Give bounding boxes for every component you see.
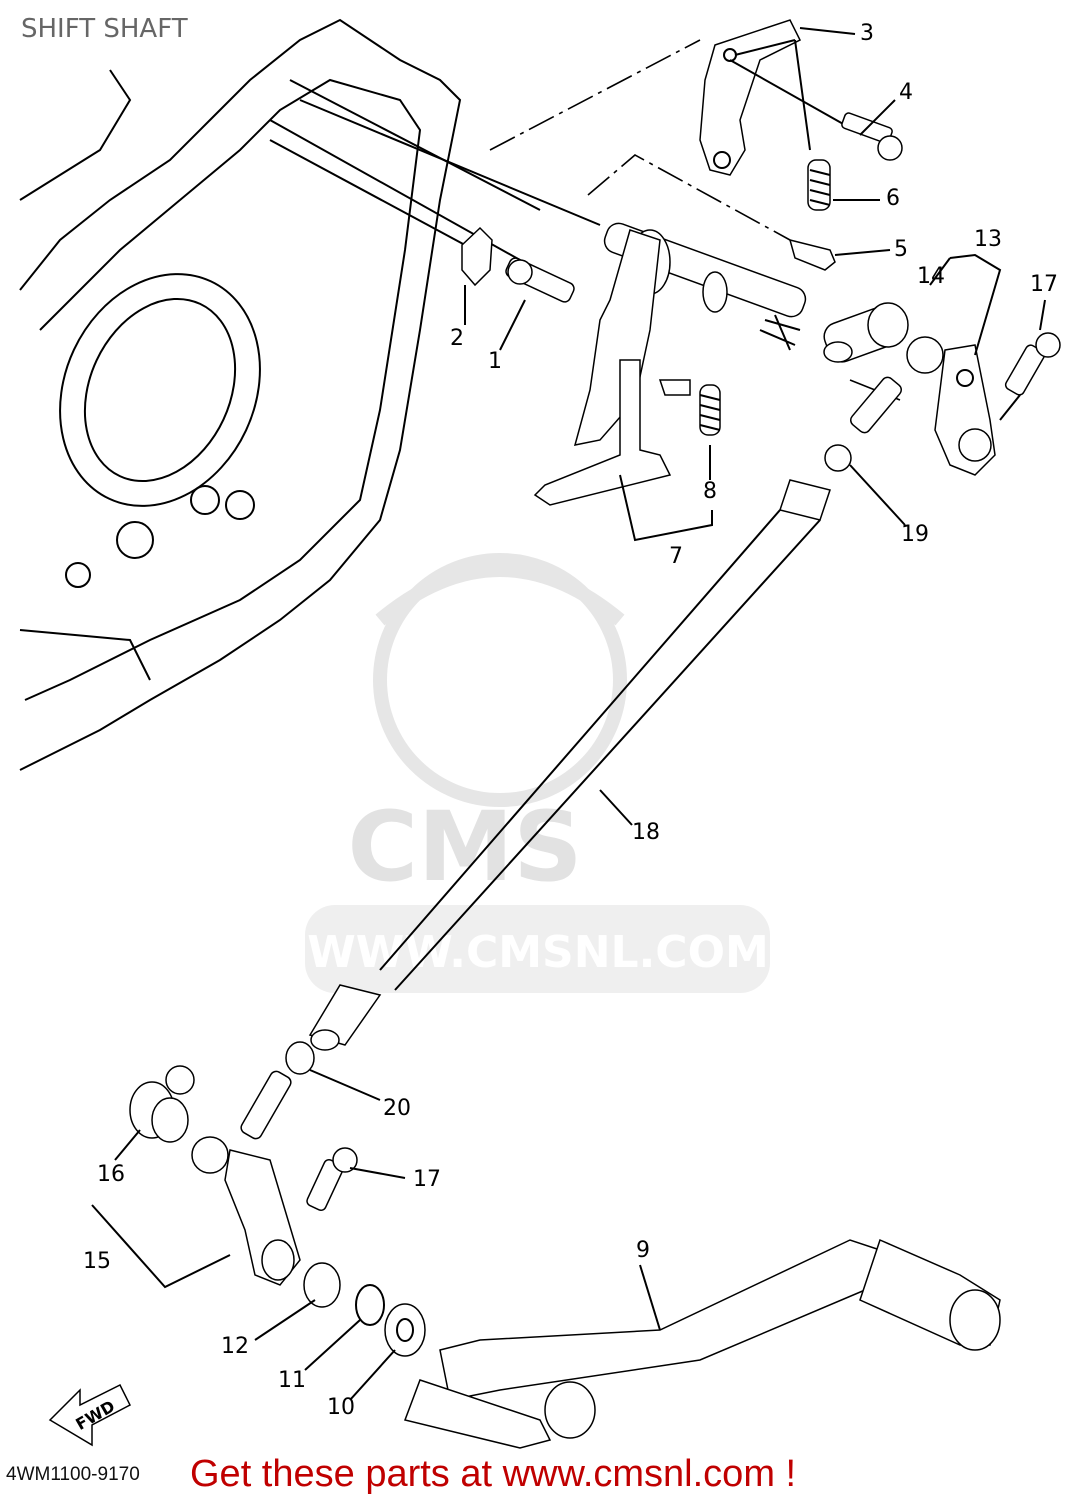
watermark-logo: CMS WWW.CMSNL.COM xyxy=(305,553,770,993)
callout-18: 18 xyxy=(632,820,660,845)
diagram-code: 4WM1100-9170 xyxy=(6,1464,140,1485)
part-shift-rod xyxy=(285,479,831,1075)
callout-19: 19 xyxy=(901,522,929,547)
callout-2: 2 xyxy=(450,326,464,351)
callout-5: 5 xyxy=(894,237,908,262)
callout-14: 14 xyxy=(917,264,945,289)
promo-link[interactable]: Get these parts at www.cmsnl.com ! xyxy=(190,1453,797,1495)
part-shift-shaft xyxy=(533,222,807,542)
watermark-logo-text: CMS xyxy=(347,791,582,903)
part-collar-and-pin xyxy=(461,226,575,303)
callout-7: 7 xyxy=(669,544,683,569)
callout-leaders xyxy=(114,27,1046,1401)
fwd-arrow: FWD xyxy=(48,1383,131,1447)
part-stopper-lever xyxy=(699,19,903,271)
assembly-lines xyxy=(269,39,901,401)
callout-12: 12 xyxy=(221,1334,249,1359)
diagram-title: SHIFT SHAFT xyxy=(21,14,188,44)
callouts: 1 2 3 4 5 6 7 8 9 10 11 12 13 14 15 16 1… xyxy=(83,21,1058,1420)
callout-3: 3 xyxy=(860,21,874,46)
crankcase xyxy=(19,18,462,771)
callout-17-upper: 17 xyxy=(1030,272,1058,297)
callout-16: 16 xyxy=(97,1162,125,1187)
callout-20: 20 xyxy=(383,1096,411,1121)
callout-9: 9 xyxy=(636,1238,650,1263)
callout-10: 10 xyxy=(327,1395,355,1420)
callout-17-lower: 17 xyxy=(413,1167,441,1192)
callout-6: 6 xyxy=(886,186,900,211)
part-shift-pedal xyxy=(404,1238,1001,1449)
callout-4: 4 xyxy=(899,80,913,105)
part-lower-lever xyxy=(91,1065,426,1357)
callout-8: 8 xyxy=(703,479,717,504)
callout-11: 11 xyxy=(278,1368,306,1393)
part-upper-lever xyxy=(823,253,1061,476)
callout-13: 13 xyxy=(974,227,1002,252)
callout-1: 1 xyxy=(488,349,502,374)
watermark-url: WWW.CMSNL.COM xyxy=(307,927,769,978)
callout-15: 15 xyxy=(83,1249,111,1274)
